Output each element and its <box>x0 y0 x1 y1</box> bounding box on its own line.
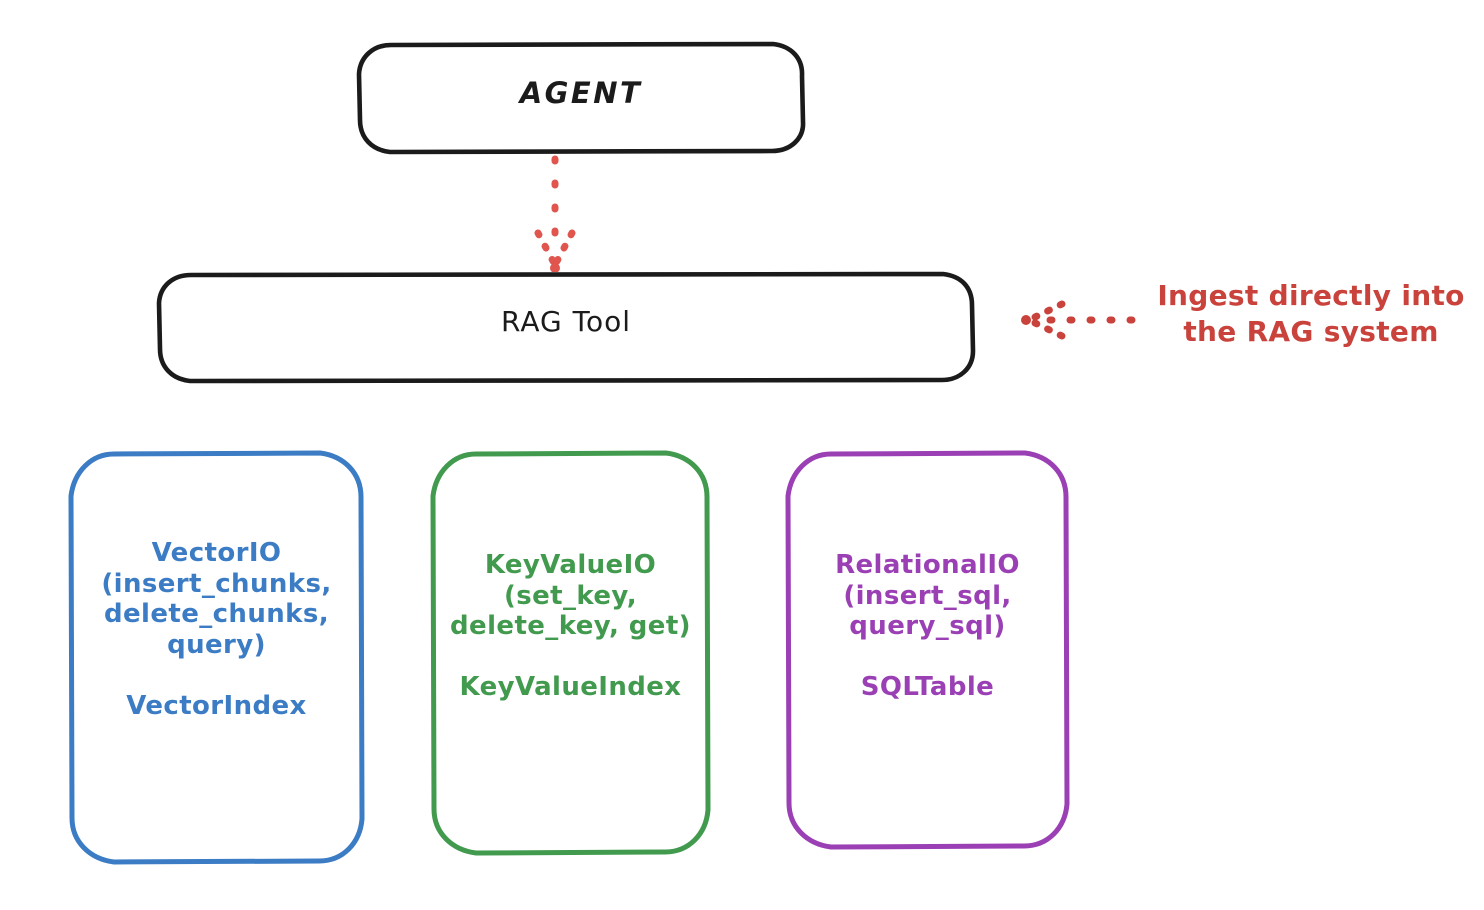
label-spacer <box>68 661 365 691</box>
vector-io-interface-text: VectorIO (insert_chunks, delete_chunks, … <box>101 538 332 661</box>
vector-io-index-text: VectorIndex <box>126 690 307 721</box>
vector-io-box-outline <box>68 450 365 865</box>
node-vector-io[interactable]: VectorIO (insert_chunks, delete_chunks, … <box>68 450 365 865</box>
vector-io-label: VectorIO (insert_chunks, delete_chunks, … <box>68 538 365 721</box>
rag-tool-label: RAG Tool <box>501 305 631 338</box>
label-spacer <box>785 642 1070 672</box>
dotted-left-arrow-icon <box>1021 300 1136 340</box>
node-key-value-io[interactable]: KeyValueIO (set_key, delete_key, get) Key… <box>430 450 711 856</box>
connector-agent-to-rag-tool <box>505 155 605 273</box>
connector-ingest-to-rag-tool <box>1018 296 1138 344</box>
relational-io-box-outline <box>785 450 1070 850</box>
node-rag-tool[interactable]: RAG Tool <box>156 271 976 384</box>
rag-tool-box-outline <box>156 271 976 384</box>
label-spacer <box>430 642 711 672</box>
agent-box-outline <box>356 41 806 155</box>
dotted-down-arrow-icon <box>534 155 576 273</box>
relational-io-table-text: SQLTable <box>860 672 995 703</box>
relational-io-label: RelationalIO (insert_sql, query_sql) SQLT… <box>785 550 1070 703</box>
relational-io-interface-text: RelationalIO (insert_sql, query_sql) <box>835 550 1020 642</box>
key-value-io-interface-text: KeyValueIO (set_key, delete_key, get) <box>450 550 691 642</box>
node-relational-io[interactable]: RelationalIO (insert_sql, query_sql) SQLT… <box>785 450 1070 850</box>
node-agent[interactable]: AGENT <box>356 41 806 155</box>
key-value-io-box-outline <box>430 450 711 856</box>
key-value-io-index-text: KeyValueIndex <box>459 672 682 703</box>
annotation-ingest-directly: Ingest directly into the RAG system <box>1157 279 1465 349</box>
key-value-io-label: KeyValueIO (set_key, delete_key, get) Key… <box>430 550 711 703</box>
agent-label: AGENT <box>519 76 643 110</box>
